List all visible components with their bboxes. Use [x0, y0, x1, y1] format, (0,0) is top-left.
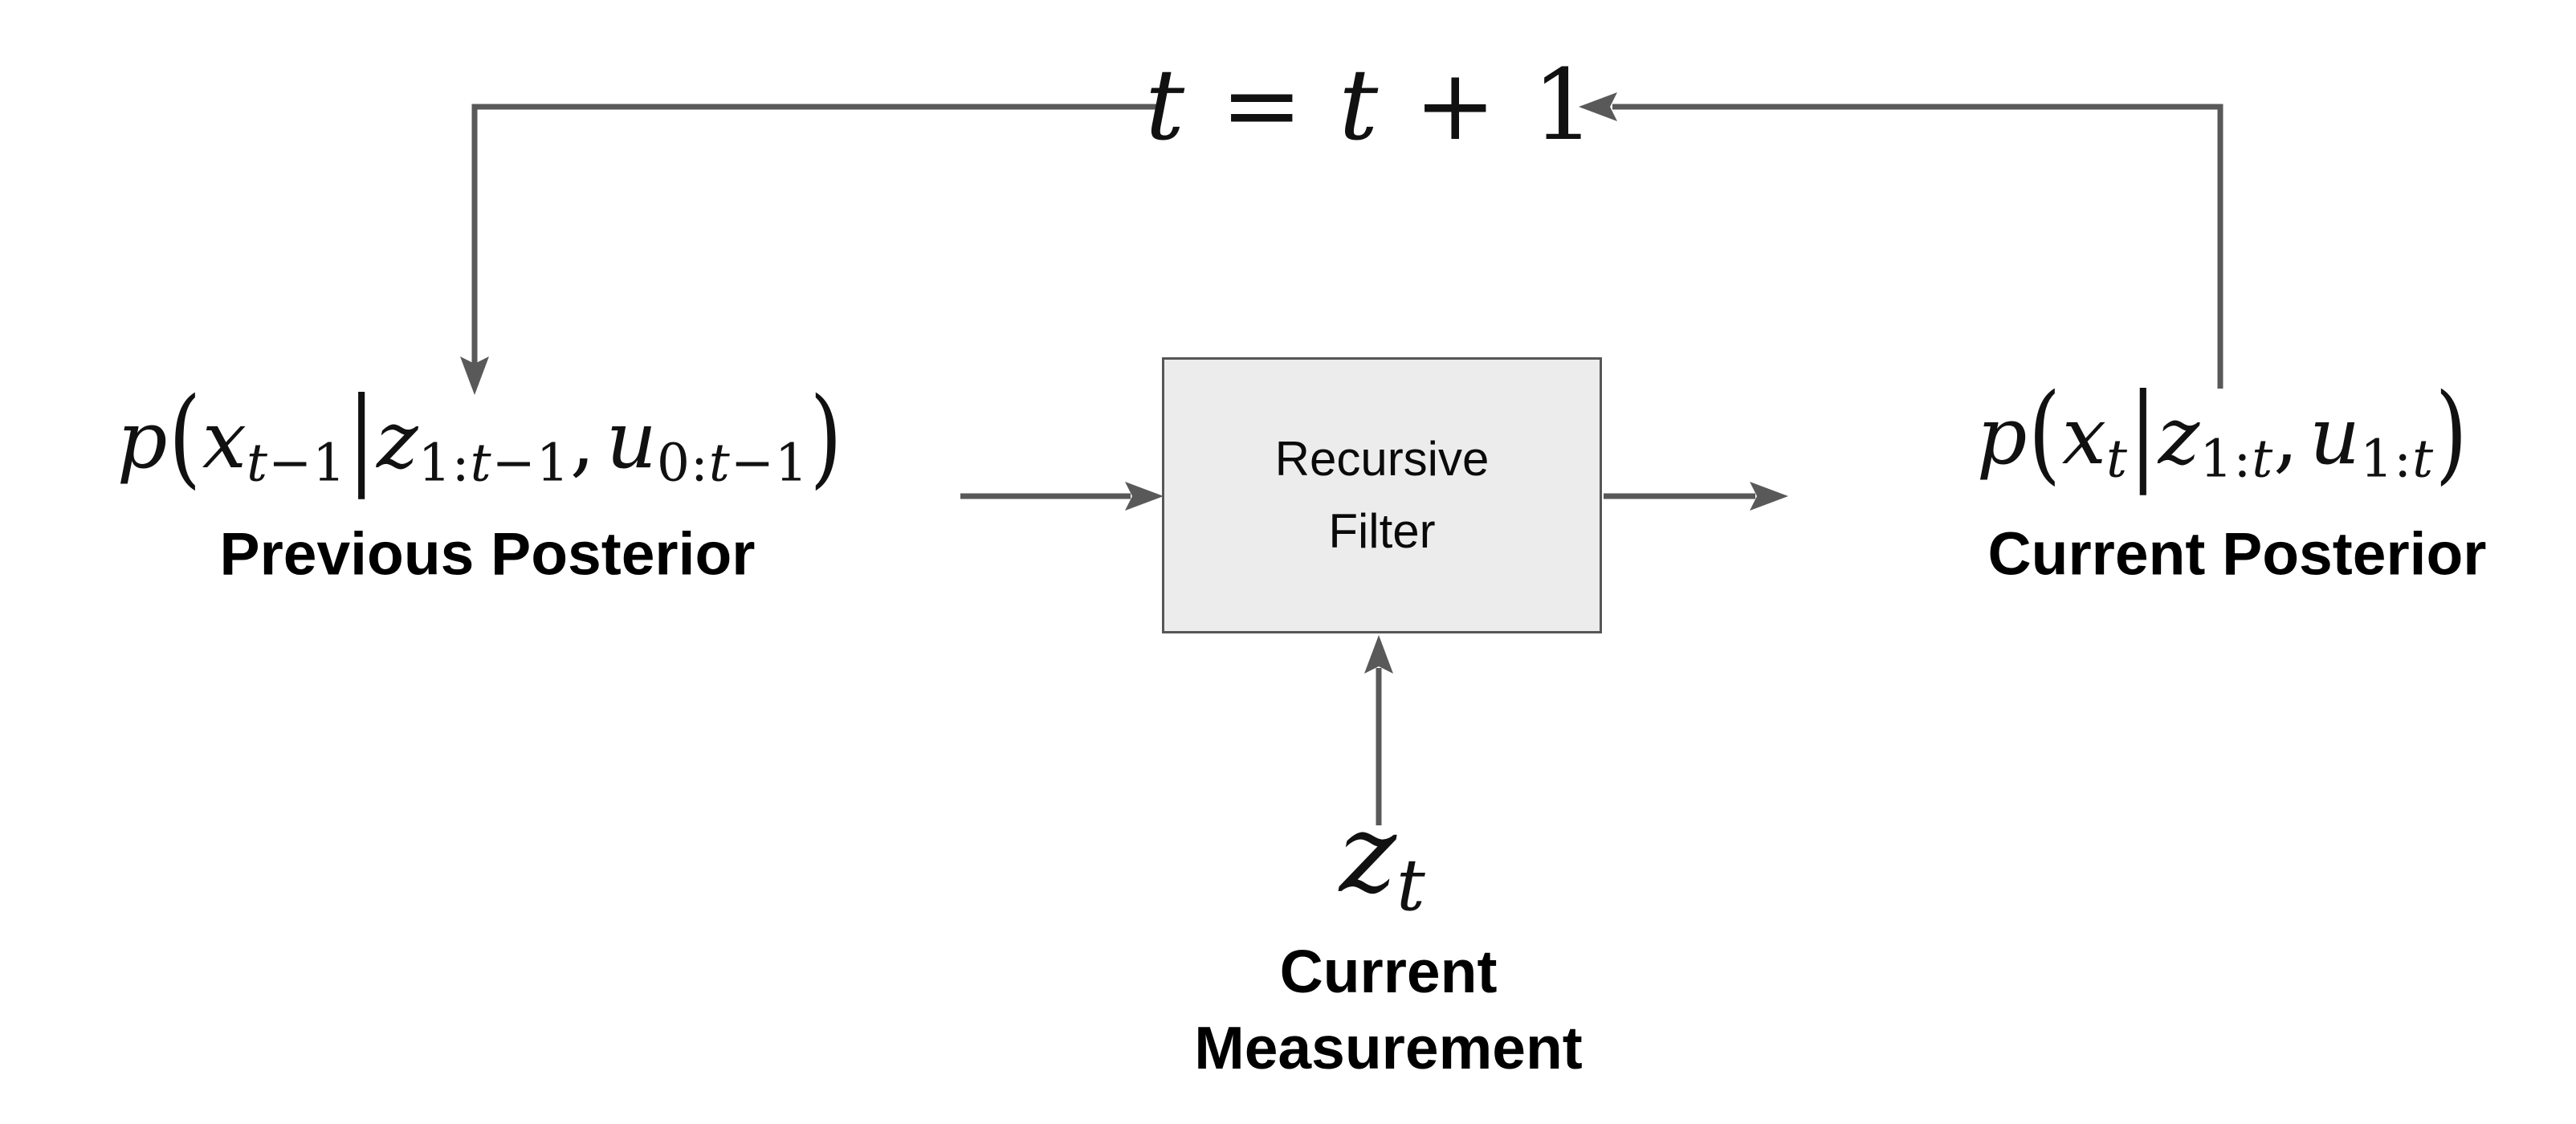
output-arrowhead	[1750, 482, 1788, 511]
measurement-label-line2: Measurement	[1194, 1014, 1583, 1081]
measurement-label: Current Measurement	[1194, 934, 1583, 1087]
recursive-filter-label-line1: Recursive	[1274, 432, 1490, 486]
measurement-label-line1: Current	[1279, 937, 1498, 1005]
measurement-symbol: zt	[1339, 790, 1427, 928]
previous-posterior-formula: p(xt−1|z1:t−1,u0:t−1)	[116, 374, 842, 500]
input-arrowhead	[1125, 482, 1164, 511]
measurement-arrowhead	[1364, 635, 1393, 674]
feedback-line-from-current	[1612, 104, 2223, 389]
feedback-arrowhead-down	[460, 356, 489, 395]
current-posterior-formula: p(xt|z1:t,u1:t)	[1976, 370, 2468, 496]
recursive-filter-box: Recursive Filter	[1162, 357, 1602, 633]
recursive-filter-label-line2: Filter	[1328, 504, 1436, 558]
current-posterior-label: Current Posterior	[1987, 519, 2487, 588]
feedback-arrowhead-left	[1579, 92, 1617, 121]
recursive-filter-label: Recursive Filter	[1275, 423, 1490, 568]
previous-posterior-label: Previous Posterior	[219, 519, 756, 588]
time-update-formula: t = t + 1	[1145, 48, 1595, 162]
feedback-line-to-previous	[471, 104, 1163, 365]
